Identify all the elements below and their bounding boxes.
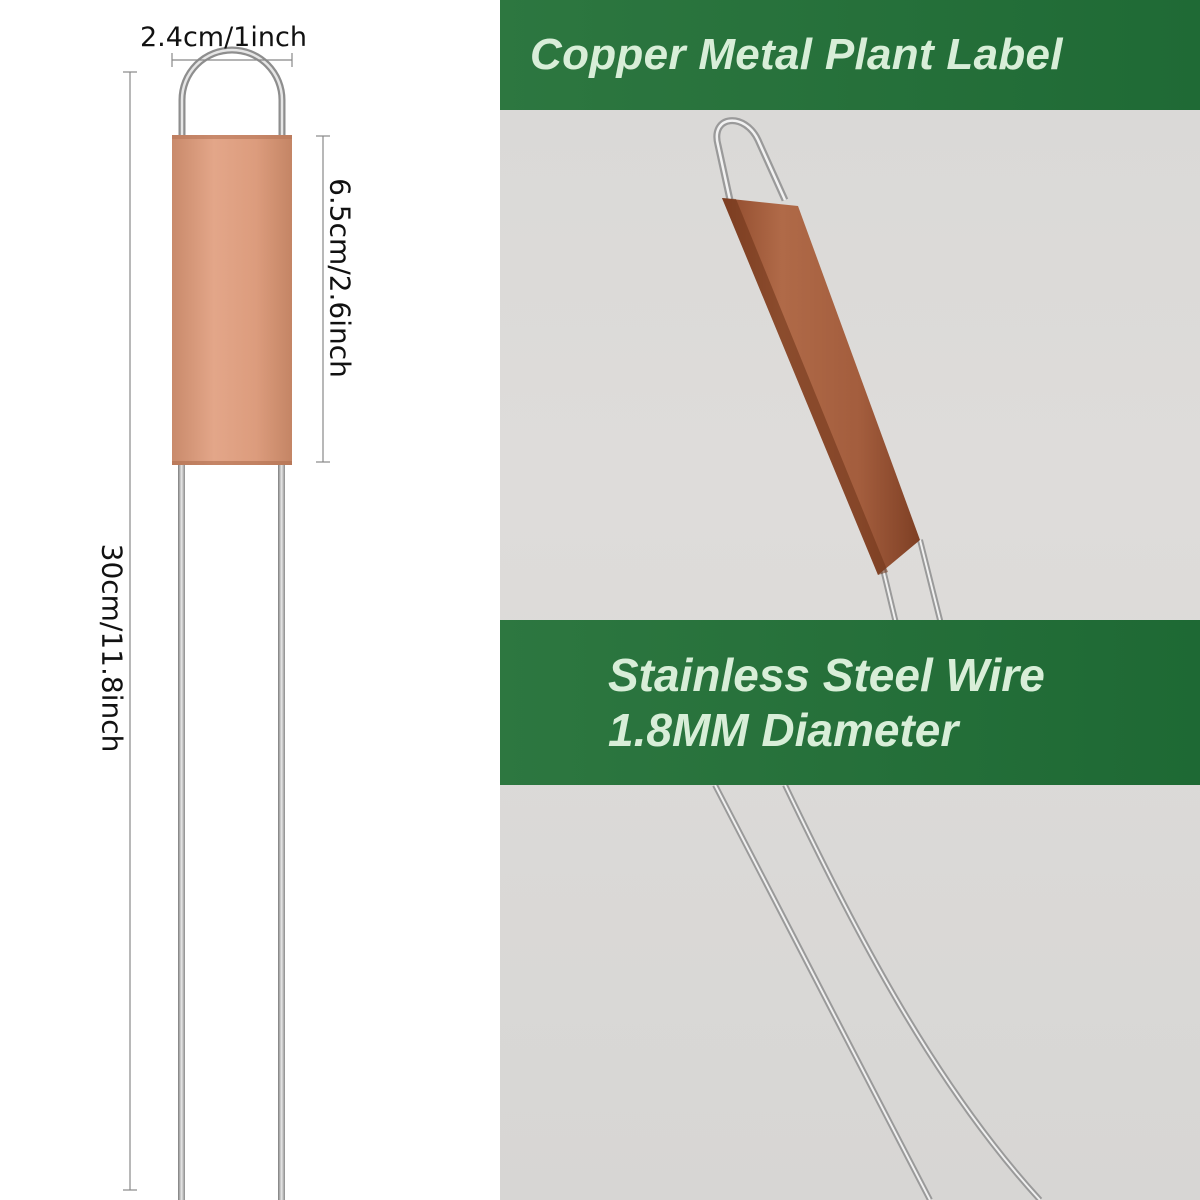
copper-label-banner: Copper Metal Plant Label (500, 0, 1200, 110)
wire-spec-line-1: Stainless Steel Wire (608, 649, 1045, 701)
plant-label-dimension-drawing (123, 46, 330, 1200)
label-height-dimension-label: 6.5cm/2.6inch (323, 178, 357, 378)
dimension-panel: 2.4cm/1inch 6.5cm/2.6inch 30cm/11.8inch (0, 0, 500, 1200)
wire-leg-right (278, 460, 285, 1200)
wire-spec-banner: Stainless Steel Wire 1.8MM Diameter (500, 620, 1200, 785)
product-photo-panel: Copper Metal Plant Label Stainless Steel… (500, 0, 1200, 1200)
wire-leg-left (178, 460, 185, 1200)
width-dimension-label: 2.4cm/1inch (140, 22, 307, 53)
length-dimension-label: 30cm/11.8inch (95, 543, 129, 753)
wire-spec-line-2: 1.8MM Diameter (608, 704, 959, 756)
copper-plate (172, 135, 292, 465)
plant-label-photo (712, 117, 1043, 1200)
copper-label-banner-text: Copper Metal Plant Label (530, 30, 1063, 79)
